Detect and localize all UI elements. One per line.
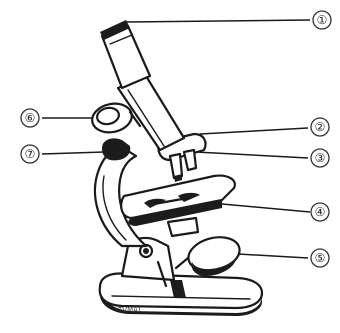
mirror [176,232,243,276]
callout-7: ⑦ [21,145,39,163]
callout-6-text: ⑥ [25,111,36,125]
callout-3: ③ [311,149,329,167]
svg-text:TVMAT: TVMAT [117,306,142,314]
callout-2-text: ② [315,120,326,134]
callout-3-text: ③ [315,151,326,165]
callout-2: ② [311,118,329,136]
callout-7-text: ⑦ [25,147,36,161]
callout-6: ⑥ [21,109,39,127]
eyepiece [100,20,150,88]
stage-platform [121,176,235,236]
callout-1-text: ① [317,13,328,27]
callout-5-text: ⑤ [315,251,326,265]
callout-1: ① [313,11,331,29]
callout-4-text: ④ [315,205,326,219]
callout-4: ④ [311,203,329,221]
callout-5: ⑤ [311,249,329,267]
